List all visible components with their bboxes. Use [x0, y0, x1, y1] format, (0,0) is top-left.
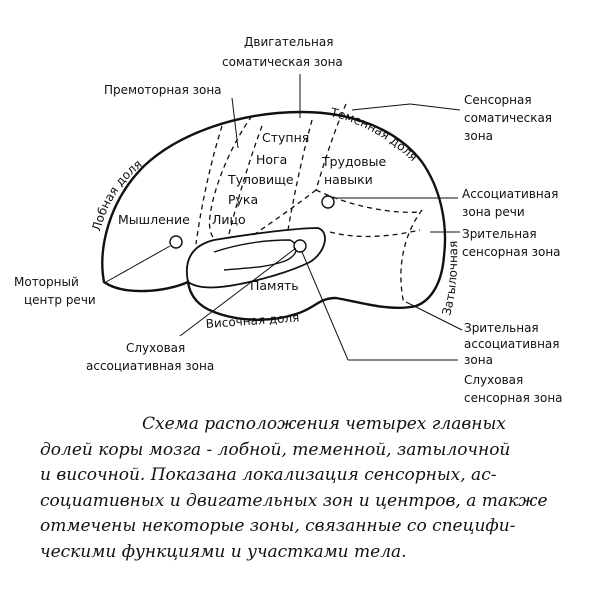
motor-speech-center-label: Моторный центр речи: [14, 275, 96, 307]
foot-label: Ступня: [262, 130, 309, 145]
caption-line: социативных и двигательных зон и центров…: [40, 490, 548, 511]
auditory-assoc-zone-label: Слуховая ассоциативная зона: [86, 341, 214, 373]
speech-assoc-zone-label: Ассоциативная зона речи: [462, 187, 562, 219]
face-label: Лицо: [212, 212, 246, 227]
caption-line: и височной. Показана локализация сенсорн…: [40, 465, 497, 485]
caption-line: Схема расположения четырех главных: [142, 414, 506, 434]
visual-assoc-zone-label: Зрительная ассоциативная зона: [464, 321, 563, 367]
trunk-label: Туловище: [227, 172, 294, 187]
auditory-sensory-zone-label: Слуховая сенсорная зона: [464, 373, 563, 405]
sensory-somatic-zone-label: Сенсорная соматическая зона: [464, 93, 556, 143]
work-skills-label: Трудовые навыки: [321, 154, 390, 187]
brain-outline: [101, 110, 447, 321]
temporal-lobe-contour: [186, 227, 326, 289]
thinking-label: Мышление: [118, 212, 190, 227]
zone-borders: [195, 103, 423, 305]
speech-assoc-marker: [321, 195, 335, 209]
caption-line: долей коры мозга - лобной, теменной, зат…: [40, 439, 511, 460]
hand-label: Рука: [228, 192, 258, 207]
figure-caption: Схема расположения четырех главных долей…: [40, 412, 580, 565]
leader-lines: [105, 74, 463, 361]
memory-label: Память: [250, 278, 299, 293]
motor-somatic-zone-label: Двигательная соматическая зона: [222, 35, 343, 69]
auditory-marker: [293, 239, 307, 253]
leg-label: Нога: [256, 152, 287, 167]
caption-line: отмечены некоторые зоны, связанные со сп…: [40, 516, 516, 536]
lobe-temporal-label: Височная доля: [205, 310, 300, 331]
caption-line: ческими функциями и участками тела.: [40, 541, 407, 562]
visual-sensory-zone-label: Зрительная сенсорная зона: [462, 227, 561, 259]
temporal-inner-fold: [213, 239, 298, 271]
thinking-marker: [169, 235, 183, 249]
premotor-zone-label: Премоторная зона: [104, 83, 222, 97]
